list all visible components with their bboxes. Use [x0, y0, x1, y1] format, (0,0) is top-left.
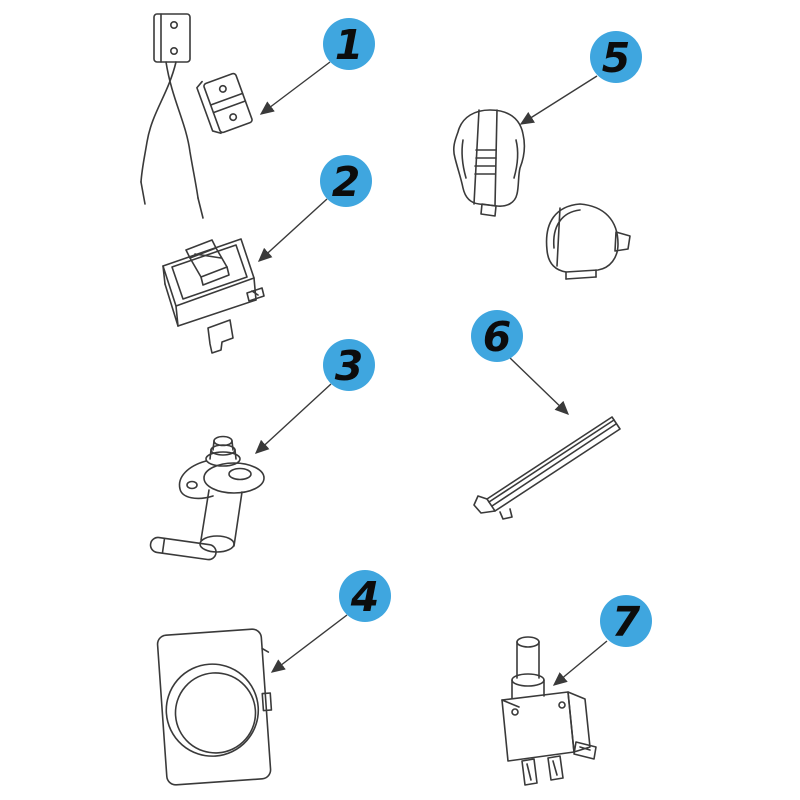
callout-3[interactable]: 3: [323, 339, 375, 391]
callout-7-number: 7: [612, 598, 641, 646]
part-5-knob-set-drawing: [452, 109, 631, 280]
part-1-wires: [140, 61, 204, 219]
callout-3-number: 3: [335, 342, 364, 390]
leader-line-7: [552, 640, 608, 686]
callout-4[interactable]: 4: [339, 570, 391, 622]
part-1-reed-switch-drawing: [140, 13, 253, 219]
part-2-switch-body: [175, 277, 265, 354]
part-7-micro-switch-drawing: [501, 636, 597, 786]
callout-3-circle[interactable]: [323, 339, 375, 391]
part-3-flange: [178, 460, 265, 500]
part-7-terminals: [521, 741, 597, 786]
part-3-lever-arm: [149, 536, 217, 561]
callout-7-circle[interactable]: [600, 595, 652, 647]
part-4-plate: [156, 628, 273, 786]
leader-line-2: [257, 198, 328, 262]
callout-6-number: 6: [483, 313, 512, 361]
callout-1-circle[interactable]: [323, 18, 375, 70]
part-7-plunger: [511, 636, 545, 699]
callout-5-circle[interactable]: [590, 31, 642, 83]
callout-2-number: 2: [332, 158, 361, 206]
callout-1-number: 1: [335, 21, 364, 69]
part-3-thermostat-drawing: [149, 435, 265, 561]
part-2-rocker-actuator: [185, 239, 230, 286]
callout-2[interactable]: 2: [320, 155, 372, 207]
part-3-cylinder-body: [199, 489, 243, 553]
leader-line-1: [259, 61, 331, 115]
part-3-top-cap: [205, 435, 241, 467]
callout-5-number: 5: [602, 34, 631, 82]
leader-line-5: [519, 75, 598, 125]
callout-4-number: 4: [350, 573, 380, 621]
callout-4-circle[interactable]: [339, 570, 391, 622]
leader-line-4: [270, 614, 348, 673]
callout-6[interactable]: 6: [471, 310, 523, 362]
part-4-round-lens: [165, 663, 260, 757]
leader-line-6: [508, 356, 570, 415]
part-7-switch-body: [501, 691, 591, 762]
callout-1[interactable]: 1: [323, 18, 375, 70]
callout-7[interactable]: 7: [600, 595, 652, 647]
part-5-dome-cap: [545, 203, 631, 280]
part-4-lens-plate-drawing: [156, 628, 273, 786]
callout-5[interactable]: 5: [590, 31, 642, 83]
part-1-sensor-body: [153, 13, 191, 63]
callout-6-circle[interactable]: [471, 310, 523, 362]
part-2-rocker-switch-drawing: [162, 238, 265, 354]
leader-line-3: [254, 383, 332, 454]
part-6-rail-strip-drawing: [473, 416, 621, 520]
part-1-magnet-piece: [196, 72, 253, 135]
part-5-grip-knob: [452, 109, 526, 217]
callout-2-circle[interactable]: [320, 155, 372, 207]
